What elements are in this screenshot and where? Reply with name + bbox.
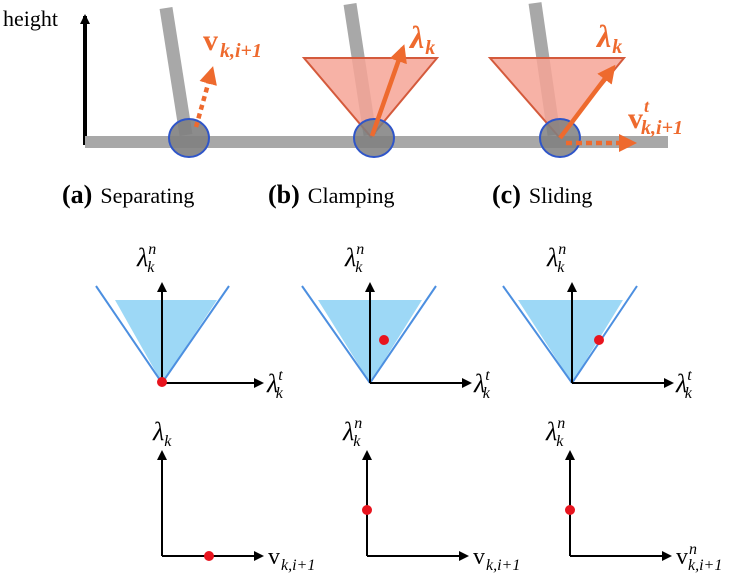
complementarity-point xyxy=(362,505,372,515)
complementarity-point xyxy=(565,505,575,515)
panel-clamping: λk xyxy=(301,3,440,158)
cone-edge xyxy=(571,285,638,384)
contact-force-point xyxy=(157,377,167,387)
y-axis-label: λk xyxy=(152,417,172,450)
caption-separating: (a)Separating xyxy=(62,180,194,209)
caption-sliding: (c)Sliding xyxy=(492,180,592,209)
cone-region xyxy=(518,300,623,383)
contact-point xyxy=(353,118,395,158)
x-axis-label: vk,i+1 xyxy=(268,544,315,574)
force-arrow xyxy=(558,64,616,140)
complementarity-point xyxy=(204,551,214,561)
contact-force-point xyxy=(379,335,389,345)
force-label: λk xyxy=(595,18,622,58)
caption-clamping: (b)Clamping xyxy=(268,180,395,209)
complementarity-plot-separating: λk vk,i+1 xyxy=(152,417,315,574)
height-label: height xyxy=(3,6,58,31)
finger-link xyxy=(159,6,193,137)
cone-region xyxy=(115,300,217,383)
x-axis-label: vk,i+1 xyxy=(473,544,520,574)
cone-edge xyxy=(369,285,437,384)
force-label: λk xyxy=(408,19,435,59)
cone-edge xyxy=(301,285,371,384)
contact-force-point xyxy=(594,335,604,345)
contact-point xyxy=(168,118,210,158)
velocity-arrow xyxy=(193,66,217,128)
cone-edge xyxy=(161,285,230,384)
force-arrow xyxy=(369,44,407,137)
cone-edge xyxy=(502,285,573,384)
cone-edge xyxy=(95,285,163,384)
friction-cone xyxy=(301,57,440,139)
